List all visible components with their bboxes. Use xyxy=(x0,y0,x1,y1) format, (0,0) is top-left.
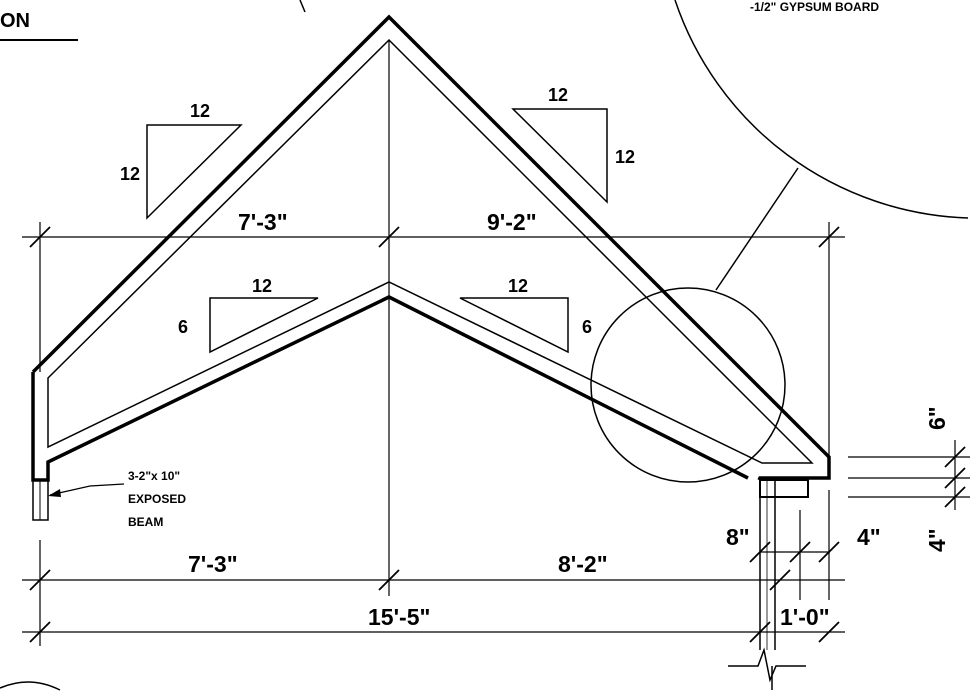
lower-left-rise: 6 xyxy=(178,317,188,337)
vert-tick-mid xyxy=(944,467,966,489)
heel-tick-a xyxy=(789,541,811,563)
dim-vertical-bottom: 4" xyxy=(924,528,950,552)
upper-tick-right xyxy=(818,226,840,248)
upper-left-pitch-triangle xyxy=(146,124,243,220)
detail-callout-arc xyxy=(674,0,969,219)
detail-note: -1/2" GYPSUM BOARD xyxy=(750,0,879,14)
upper-tick-center xyxy=(378,226,400,248)
vert-tick-top xyxy=(944,446,966,468)
lower-tick-center xyxy=(378,569,400,591)
beam-callout-line-3: BEAM xyxy=(128,515,163,529)
dim-overall: 15'-5" xyxy=(368,604,430,630)
leader-stub xyxy=(299,0,306,13)
dim-lower-right: 8'-2" xyxy=(558,551,608,577)
lower-right-rise: 6 xyxy=(582,317,592,337)
upper-left-run: 12 xyxy=(190,101,210,121)
heel-detail-circle xyxy=(590,287,786,483)
upper-left-rise: 12 xyxy=(120,164,140,184)
upper-tick-left xyxy=(29,226,51,248)
dim-overhang: 1'-0" xyxy=(780,604,830,630)
upper-right-run: 12 xyxy=(548,85,568,105)
lower-right-run: 12 xyxy=(508,276,528,296)
dim-upper-right: 9'-2" xyxy=(487,209,537,235)
overall-tick-left xyxy=(29,621,51,643)
detail-leader-line xyxy=(715,167,799,291)
vert-tick-bottom xyxy=(944,486,966,508)
lower-tick-left xyxy=(29,569,51,591)
dim-post-depth: 8" xyxy=(726,524,750,550)
beam-callout-line-2: EXPOSED xyxy=(128,492,186,506)
post-break-line xyxy=(728,647,806,683)
upper-right-pitch-triangle xyxy=(511,108,608,204)
dim-vertical-top: 6" xyxy=(924,406,950,430)
lower-left-run: 12 xyxy=(252,276,272,296)
heel-tick-b xyxy=(818,541,840,563)
beam-leader xyxy=(49,483,125,496)
lower-left-pitch-triangle xyxy=(209,297,319,354)
lower-tick-post xyxy=(769,569,791,591)
heel-tick-c xyxy=(749,541,771,563)
title-fragment: ON xyxy=(0,10,30,32)
overall-tick-right xyxy=(818,621,840,643)
beam-leader-arrow xyxy=(48,489,61,497)
dim-upper-left: 7'-3" xyxy=(238,209,288,235)
lower-right-pitch-triangle xyxy=(459,297,569,354)
truss-outer-profile xyxy=(31,14,831,482)
overall-tick-mid xyxy=(749,621,771,643)
upper-right-rise: 12 xyxy=(615,147,635,167)
dim-fascia-offset: 4" xyxy=(857,524,881,550)
beam-callout-line-1: 3-2"x 10" xyxy=(128,469,180,483)
bottom-arc-fragment xyxy=(0,681,61,691)
dim-lower-left: 7'-3" xyxy=(188,551,238,577)
